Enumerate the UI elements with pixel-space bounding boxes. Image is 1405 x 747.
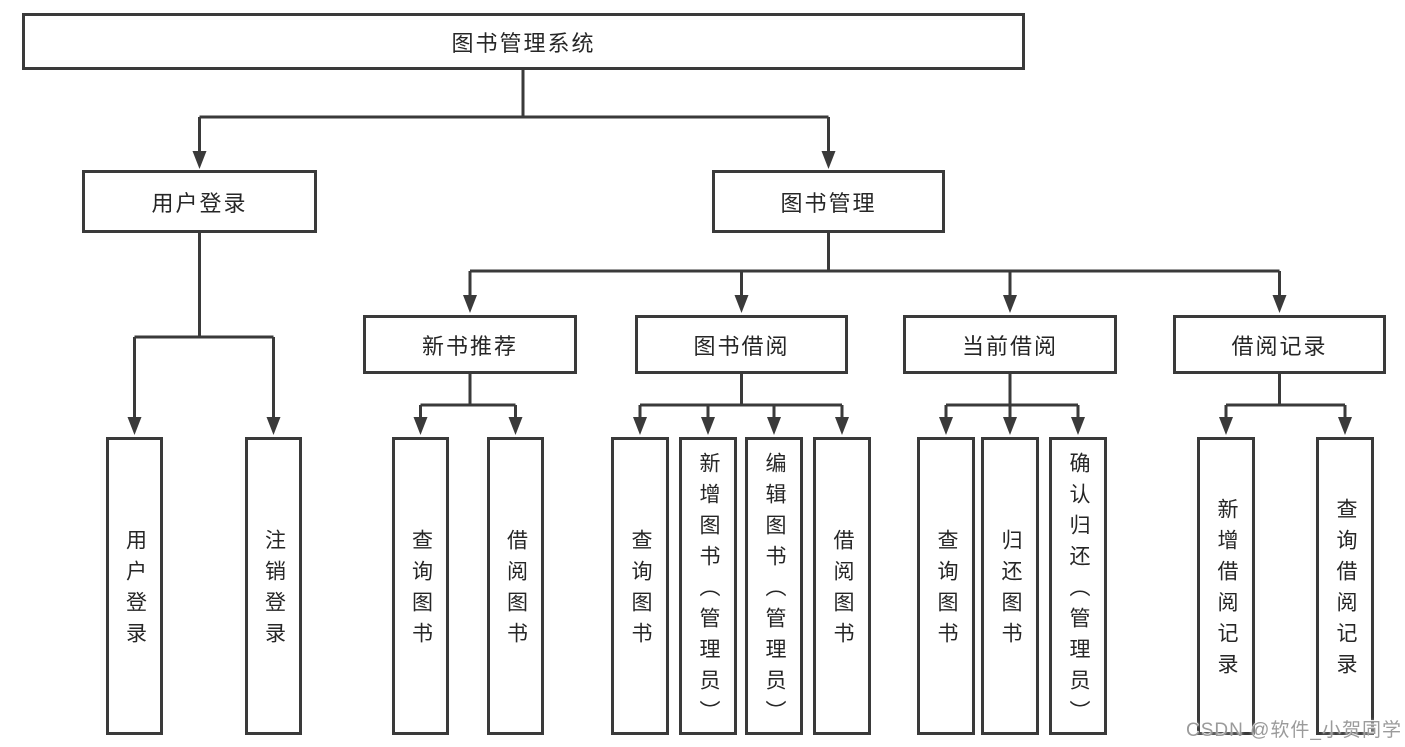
node-borrow-record: 借阅记录 — [1173, 315, 1386, 374]
node-label: 编辑图书（管理员） — [763, 451, 786, 731]
node-edit-book: 编辑图书（管理员） — [745, 437, 803, 735]
node-confirm-return: 确认归还（管理员） — [1049, 437, 1107, 735]
node-label: 注销登录 — [262, 529, 286, 653]
node-label: 新增借阅记录 — [1215, 498, 1238, 684]
node-borrow-book-2: 借阅图书 — [813, 437, 871, 735]
node-user-login: 用户登录 — [82, 170, 317, 233]
node-query-borrow-record: 查询借阅记录 — [1316, 437, 1374, 735]
node-label: 用户登录 — [151, 190, 248, 216]
csdn-watermark: CSDN @软件_小贺同学 — [1186, 720, 1402, 741]
node-label: 图书管理 — [780, 190, 877, 216]
node-label: 查询图书 — [409, 529, 433, 653]
node-query-book-1: 查询图书 — [392, 437, 449, 735]
node-label: 确认归还（管理员） — [1067, 451, 1090, 731]
node-label: 查询图书 — [935, 529, 958, 653]
node-label: 查询借阅记录 — [1334, 498, 1357, 684]
node-label: 借阅记录 — [1231, 333, 1328, 359]
node-label: 当前借阅 — [961, 333, 1058, 359]
node-label: 借阅图书 — [831, 529, 854, 653]
node-book-mgmt: 图书管理 — [712, 170, 945, 233]
node-query-book-3: 查询图书 — [917, 437, 975, 735]
node-label: 新书推荐 — [421, 333, 518, 359]
node-label: 查询图书 — [629, 529, 652, 653]
node-new-book-rec: 新书推荐 — [363, 315, 577, 374]
node-book-borrow: 图书借阅 — [635, 315, 848, 374]
node-current-borrow: 当前借阅 — [903, 315, 1117, 374]
node-label: 用户登录 — [123, 529, 147, 653]
node-root: 图书管理系统 — [22, 13, 1025, 70]
node-add-borrow-record: 新增借阅记录 — [1197, 437, 1255, 735]
node-query-book-2: 查询图书 — [611, 437, 669, 735]
node-return-book: 归还图书 — [981, 437, 1039, 735]
node-borrow-book-1: 借阅图书 — [487, 437, 544, 735]
node-label: 借阅图书 — [504, 529, 528, 653]
node-add-book: 新增图书（管理员） — [679, 437, 737, 735]
node-logout-leaf: 注销登录 — [245, 437, 302, 735]
node-label: 图书借阅 — [693, 333, 790, 359]
node-label: 归还图书 — [999, 529, 1022, 653]
node-label: 新增图书（管理员） — [697, 451, 720, 731]
node-user-login-leaf: 用户登录 — [106, 437, 163, 735]
node-label: 图书管理系统 — [451, 30, 596, 56]
